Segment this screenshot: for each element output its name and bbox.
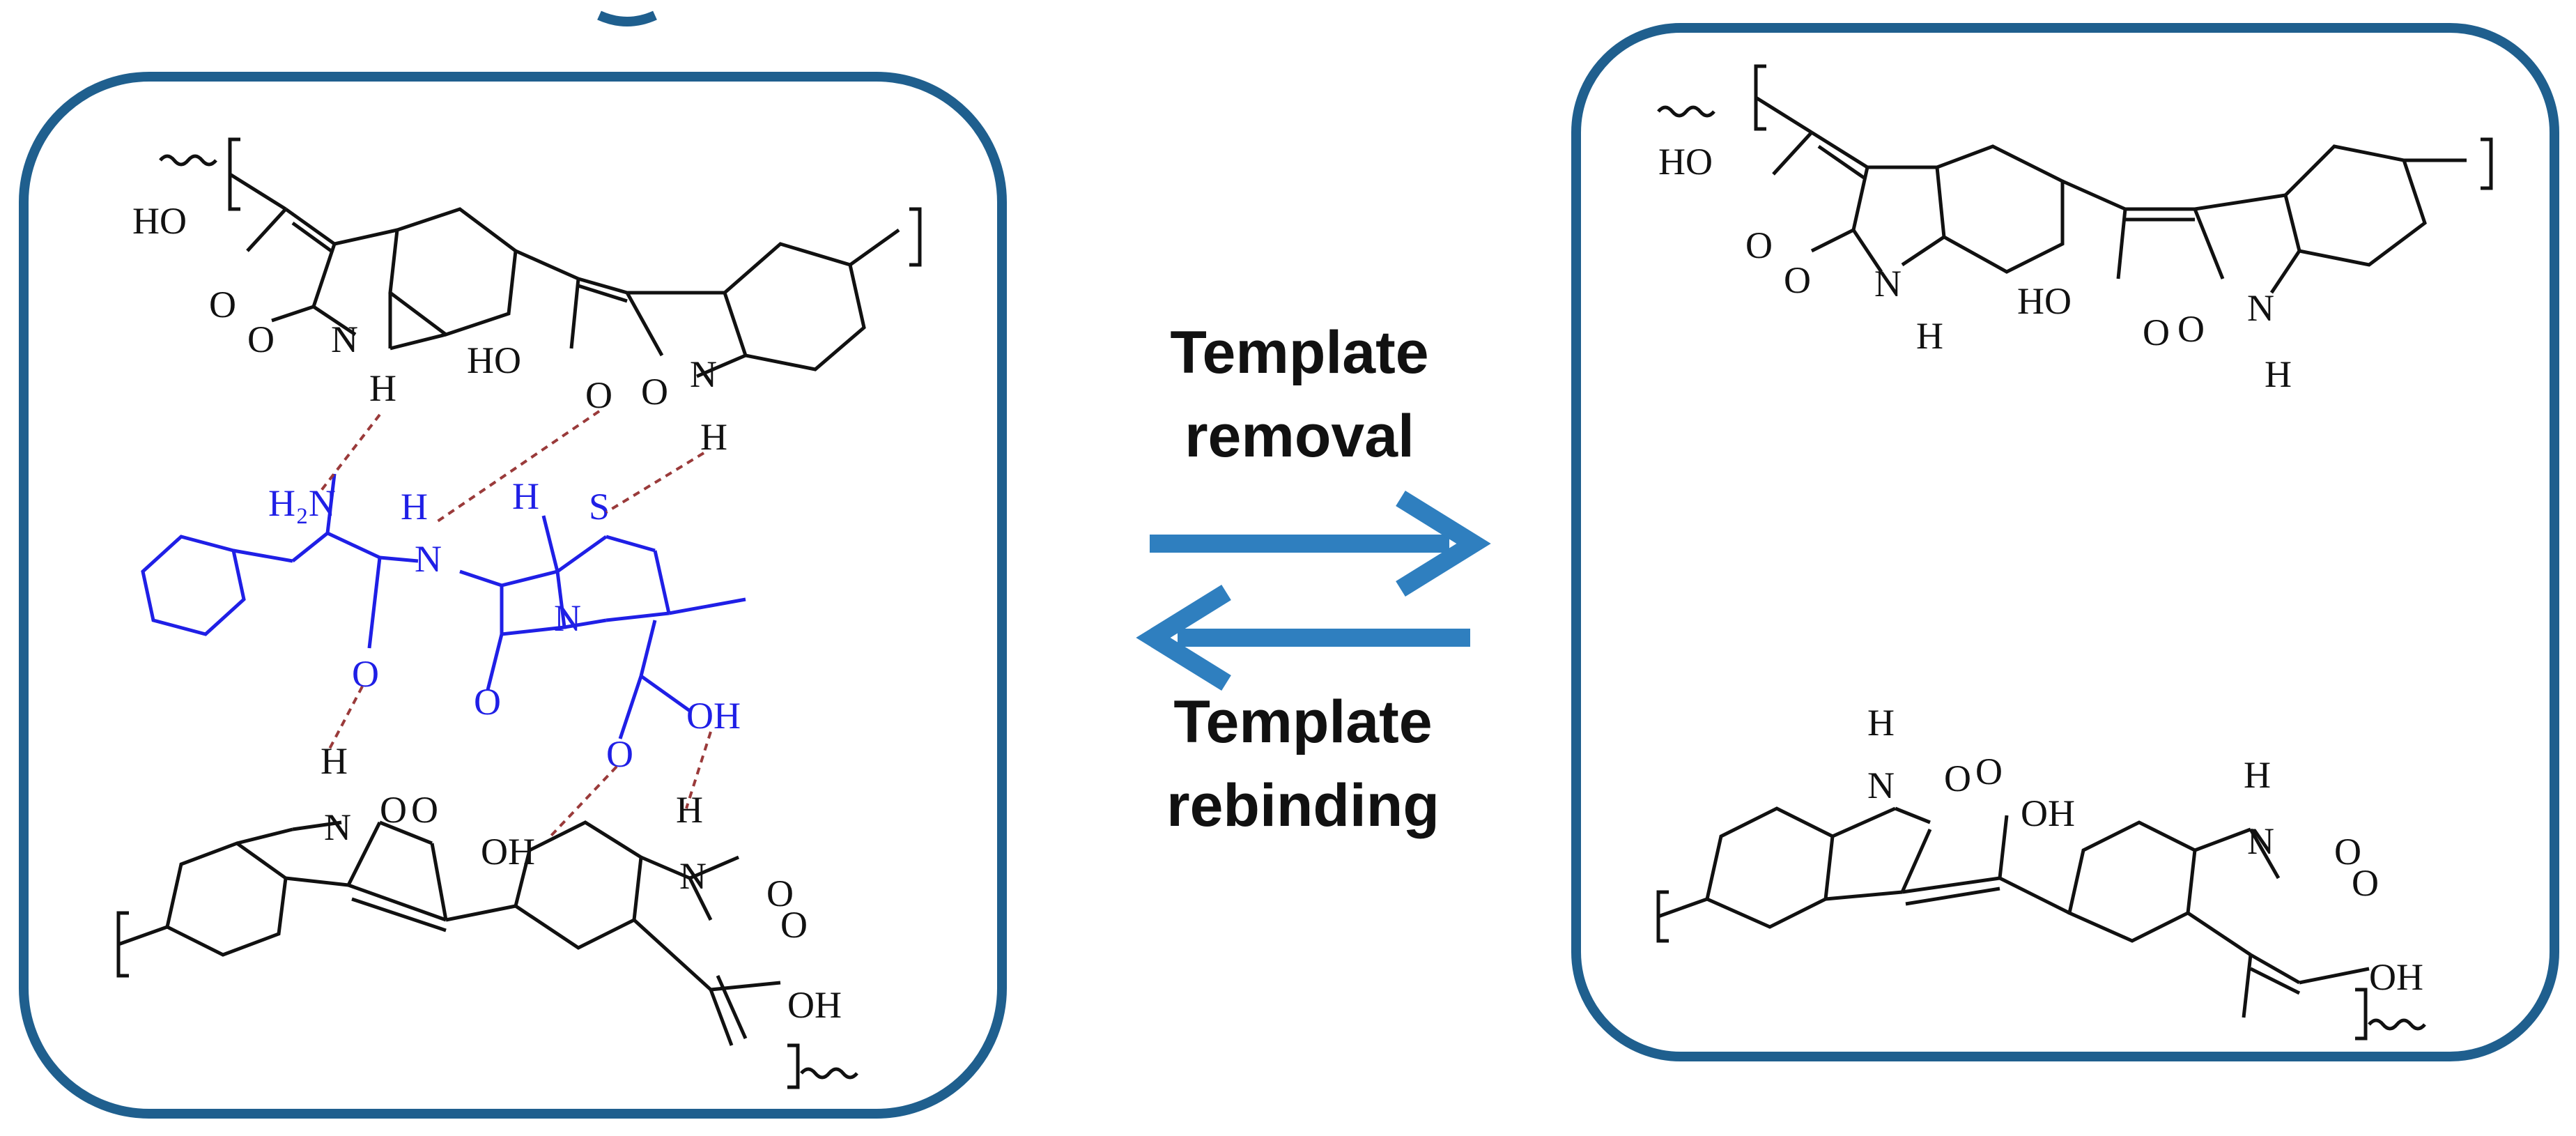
svg-text:OH: OH xyxy=(2369,956,2423,998)
svg-text:O: O xyxy=(352,653,379,695)
svg-text:O: O xyxy=(2334,831,2361,873)
svg-text:O: O xyxy=(411,789,438,831)
rebinding-label-line1: Template xyxy=(1173,689,1432,755)
svg-text:H: H xyxy=(700,416,727,458)
svg-text:O: O xyxy=(780,904,808,946)
forward-arrow xyxy=(1150,490,1491,597)
template-molecule xyxy=(141,473,746,739)
svg-text:H₂N: H₂N xyxy=(268,482,336,524)
svg-text:O: O xyxy=(2143,312,2170,353)
svg-text:O: O xyxy=(380,789,407,831)
svg-text:OH: OH xyxy=(787,984,842,1026)
svg-text:H: H xyxy=(1867,702,1895,744)
svg-text:H: H xyxy=(401,486,428,528)
svg-text:HO: HO xyxy=(2017,280,2072,322)
svg-text:HO: HO xyxy=(132,200,187,242)
rebinding-label-line2: rebinding xyxy=(1166,772,1440,839)
svg-text:N: N xyxy=(2247,820,2274,862)
svg-text:HO: HO xyxy=(1658,141,1713,183)
svg-text:O: O xyxy=(2352,862,2379,904)
svg-text:OH: OH xyxy=(2021,792,2075,834)
svg-text:N: N xyxy=(554,597,581,639)
svg-text:H: H xyxy=(369,367,396,409)
removal-label-line1: Template xyxy=(1170,319,1428,386)
svg-text:N: N xyxy=(1874,263,1902,305)
svg-text:N: N xyxy=(1867,765,1895,806)
svg-text:H: H xyxy=(676,789,703,831)
right-top-polymer xyxy=(1657,64,2493,294)
svg-text:O: O xyxy=(766,873,794,914)
svg-text:OH: OH xyxy=(686,695,741,737)
svg-text:N: N xyxy=(324,806,351,848)
svg-text:N: N xyxy=(331,318,358,360)
svg-text:O: O xyxy=(474,681,501,723)
right-frame xyxy=(1571,23,2559,1061)
svg-text:O: O xyxy=(1745,224,1773,266)
svg-text:OH: OH xyxy=(481,831,535,873)
svg-text:H: H xyxy=(1916,315,1943,357)
svg-text:N: N xyxy=(2247,287,2274,329)
svg-text:O: O xyxy=(641,371,668,413)
svg-text:N: N xyxy=(690,353,717,395)
svg-text:O: O xyxy=(247,318,275,360)
svg-text:H: H xyxy=(512,475,539,517)
left-frame xyxy=(19,72,1007,1119)
removal-label-line2: removal xyxy=(1185,403,1414,470)
left-bottom-atoms: H N O O OH H N O O OH xyxy=(321,740,842,1026)
svg-text:S: S xyxy=(589,486,610,528)
template-atoms: H₂N O N H H S N O O OH xyxy=(268,475,741,775)
svg-text:O: O xyxy=(1975,751,2003,792)
svg-text:N: N xyxy=(679,855,707,897)
hydrogen-bonds xyxy=(319,410,712,838)
reverse-arrow xyxy=(1136,584,1470,691)
left-top-polymer xyxy=(159,137,922,378)
svg-text:O: O xyxy=(209,284,236,325)
svg-text:H: H xyxy=(2265,353,2292,395)
left-bottom-polymer xyxy=(116,820,858,1089)
svg-text:O: O xyxy=(585,374,612,416)
svg-text:O: O xyxy=(2177,308,2205,350)
stray-arc xyxy=(597,10,657,26)
svg-text:HO: HO xyxy=(467,339,521,381)
right-bottom-polymer xyxy=(1656,806,2426,1041)
left-top-atoms: HO O O N H HO O O N H xyxy=(132,200,727,458)
svg-text:H: H xyxy=(321,740,348,782)
svg-text:N: N xyxy=(415,538,442,580)
right-bottom-atoms: H N O O OH H N O O OH xyxy=(1867,702,2423,998)
svg-text:O: O xyxy=(606,733,633,775)
svg-text:O: O xyxy=(1784,259,1811,301)
svg-text:O: O xyxy=(1944,758,1971,799)
right-top-atoms: HO O O N H HO O O N H xyxy=(1658,141,2292,395)
svg-text:H: H xyxy=(2244,754,2271,796)
